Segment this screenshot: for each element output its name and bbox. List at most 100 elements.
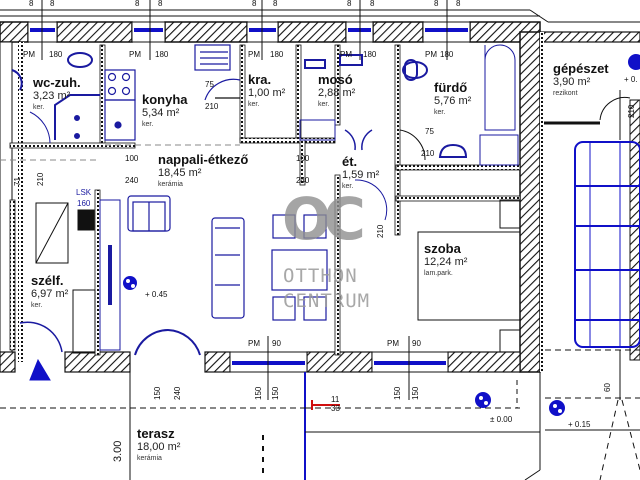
level-label: ± 0.00 [490, 415, 513, 424]
room-name: fürdő [434, 80, 468, 95]
axis-mark: 8 [456, 0, 461, 8]
axis-mark: 8 [347, 0, 352, 8]
room-nappali-etkezo: nappali-étkező 18,45 m² kerámia [158, 153, 248, 188]
room-area: 18,45 m² [158, 167, 202, 179]
room-area: 1,00 m² [248, 87, 286, 99]
room-wc-zuh: wc-zuh. 3,23 m² ker. [33, 76, 81, 111]
level-label: + 0. [624, 75, 638, 84]
room-konyha: konyha 5,34 m² ker. [142, 93, 188, 128]
window-axis-lines [41, 0, 448, 60]
room-szelf: szélf. 6,97 m² ker. [31, 274, 68, 309]
axis-mark: 8 [273, 0, 278, 8]
room-name: konyha [142, 92, 188, 107]
room-floor: ker. [318, 101, 330, 108]
door-width: 75 [205, 80, 214, 89]
axis-mark: 8 [370, 0, 375, 8]
terrace-depth: 3.00 [112, 440, 124, 462]
room-floor: ker. [248, 101, 260, 108]
room-name: mosó [318, 72, 353, 87]
room-area: 5,76 m² [434, 95, 472, 107]
room-floor: ker. [434, 109, 446, 116]
level-label: + 0.15 [568, 420, 591, 429]
room-name: ét. [342, 154, 358, 169]
level-label: + 0.45 [145, 290, 168, 299]
lsk-width: 160 [77, 199, 91, 208]
door-width: 100 [296, 154, 310, 163]
watermark-logo: OC [282, 185, 366, 253]
axis-mark: 8 [434, 0, 439, 8]
window-label: PM [340, 50, 352, 59]
window-width: 90 [412, 339, 421, 348]
room-area: 12,24 m² [424, 256, 468, 268]
watermark-line2: CENTRUM [283, 290, 371, 312]
door-width: 75 [425, 127, 434, 136]
room-szoba: szoba 12,24 m² lam.park. [424, 242, 467, 277]
window-label: PM [129, 50, 141, 59]
room-area: 3,23 m² [33, 90, 71, 102]
axis-mark: 8 [50, 0, 55, 8]
window-label: PM [387, 339, 399, 348]
room-terasz: terasz 18,00 m² kerámia [137, 427, 180, 462]
window-width: 180 [363, 50, 377, 59]
exterior-wall-left [18, 42, 24, 362]
room-furdo: fürdő 5,76 m² ker. [434, 81, 471, 116]
window-width: 180 [440, 50, 454, 59]
gate-height: 210 [627, 104, 636, 118]
door-height: 210 [36, 172, 45, 186]
top-axis-lines [0, 9, 640, 23]
living-room-furniture [99, 195, 328, 351]
window-label: PM [425, 50, 437, 59]
window-width: 180 [49, 50, 63, 59]
interior-walls [9, 44, 521, 356]
door-height: 210 [421, 149, 435, 158]
room-name: szélf. [31, 273, 64, 288]
door-height: 210 [376, 224, 385, 238]
door-height: 210 [205, 102, 219, 111]
door-width: 71 [13, 177, 22, 186]
room-floor: kerámia [137, 455, 162, 462]
window-sill: 150 [254, 386, 263, 400]
window-width: 90 [272, 339, 281, 348]
room-floor: ker. [31, 302, 43, 309]
room-name: kra. [248, 72, 272, 87]
window-sill: 150 [393, 386, 402, 400]
step-height: 33 [331, 404, 340, 413]
room-area: 1,59 m² [342, 169, 380, 181]
window-label: PM [248, 50, 260, 59]
axis-mark: 8 [252, 0, 257, 8]
room-name: terasz [137, 426, 175, 441]
door-width: 100 [125, 154, 139, 163]
room-kra: kra. 1,00 m² ker. [248, 73, 285, 108]
step-width: 11 [331, 395, 340, 404]
room-area: 3,90 m² [553, 76, 591, 88]
axis-mark: 8 [29, 0, 34, 8]
bathroom-fixtures [399, 44, 519, 166]
room-et: ét. 1,59 m² ker. [342, 155, 379, 190]
window-label: PM [23, 50, 35, 59]
window-width: 180 [270, 50, 284, 59]
window-height: 150 [271, 386, 280, 400]
room-name: gépészet [553, 61, 609, 76]
watermark-line1: OTTHON [283, 265, 358, 287]
wc-fixtures [11, 52, 100, 144]
window-width: 180 [155, 50, 169, 59]
door-height: 240 [125, 176, 139, 185]
terrace-door [134, 329, 201, 356]
window-label: PM [248, 339, 260, 348]
room-area: 2,88 m² [318, 87, 356, 99]
room-area: 18,00 m² [137, 441, 181, 453]
room-name: nappali-étkező [158, 152, 249, 167]
kitchen-fixtures [104, 44, 241, 141]
room-floor: rezikont [553, 90, 578, 97]
room-moso: mosó 2,88 m² ker. [318, 73, 355, 108]
door-height: 240 [173, 386, 182, 400]
axis-mark: 8 [135, 0, 140, 8]
room-gepeszet: gépészet 3,90 m² rezikont [553, 62, 609, 97]
room-name: wc-zuh. [33, 75, 81, 90]
room-floor: kerámia [158, 181, 183, 188]
lsk-label: LSK [76, 188, 92, 197]
window-height: 150 [411, 386, 420, 400]
hall-fixtures [19, 202, 96, 381]
door-height: 240 [296, 176, 310, 185]
